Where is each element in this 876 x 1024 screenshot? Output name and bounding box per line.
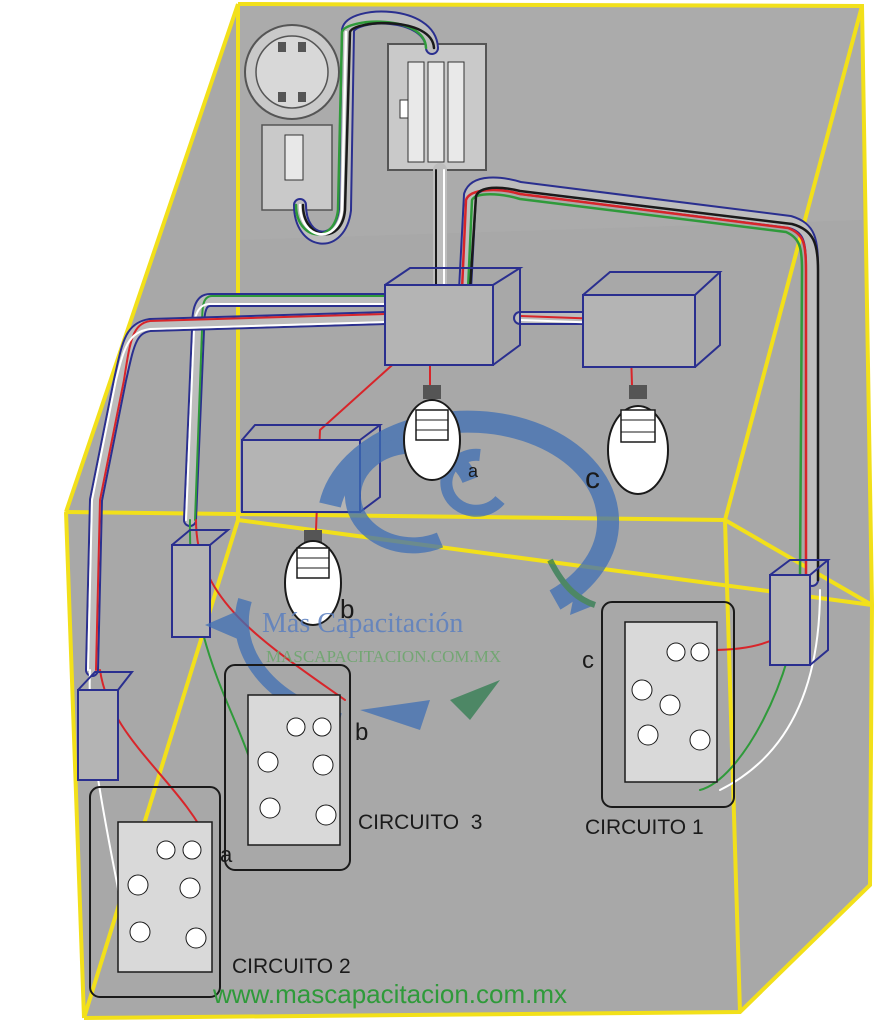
bulb-a (403, 385, 461, 481)
switch-a-label: a (220, 842, 233, 867)
bulb-c-label: c (585, 462, 600, 495)
watermark-title: Más Capacitación (262, 608, 463, 639)
circuit-3-label: CIRCUITO 3 (358, 811, 482, 834)
breaker-panel-icon (387, 43, 487, 171)
bulb-c (607, 385, 669, 495)
footer-website: www.mascapacitacion.com.mx (212, 979, 567, 1009)
bulb-b-label: b (340, 594, 354, 624)
circuit-1-label: CIRCUITO 1 (585, 816, 704, 839)
circuit-2-label: CIRCUITO 2 (232, 955, 351, 978)
switch-c-label: c (582, 647, 594, 674)
room-outline (64, 2, 874, 1020)
bulb-b (284, 530, 342, 626)
junction-boxes (77, 267, 831, 781)
bulb-a-label: a (468, 461, 479, 481)
switch-plate-circuit-3 (224, 664, 351, 871)
logo-icon (205, 410, 620, 730)
switch-plate-circuit-2 (89, 786, 221, 998)
meter-icon (244, 24, 340, 211)
wire-runs (85, 10, 821, 961)
switch-b-label: b (355, 719, 368, 746)
watermark-url: MASCAPACITACION.COM.MX (266, 647, 501, 666)
switch-plate-circuit-1 (601, 601, 735, 808)
